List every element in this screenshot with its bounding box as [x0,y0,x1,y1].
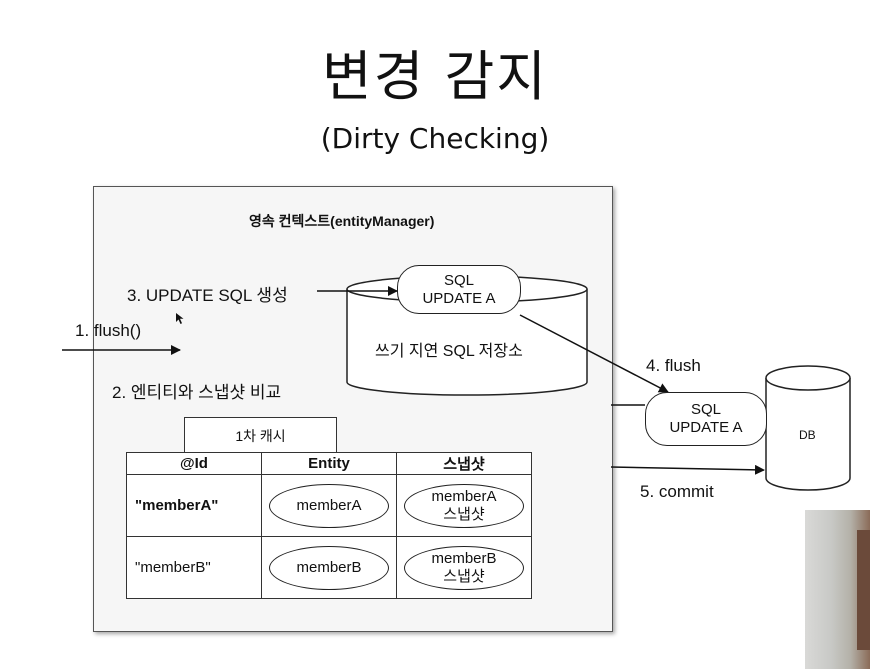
db-sql-entry-line2: UPDATE A [669,419,743,436]
db-cylinder [765,365,851,491]
snapshot-name: memberB [431,549,497,567]
mouse-cursor-icon [176,313,184,324]
cache-header-row: @Id Entity 스냅샷 [126,452,532,475]
generate-sql-label: 3. UPDATE SQL 생성 [127,286,288,305]
sql-store-label: 쓰기 지연 SQL 저장소 [375,343,523,360]
compare-label: 2. 엔티티와 스냅샷 비교 [112,383,282,402]
header-snapshot: 스냅샷 [396,452,532,475]
presenter-video-thumbnail [805,510,870,669]
snapshot-tag: 스냅샷 [443,505,485,523]
sql-store-entry: SQL UPDATE A [397,265,521,314]
entity-oval: memberA [269,483,389,528]
flush-label: 4. flush [646,356,701,375]
db-sql-entry-line1: SQL [690,401,721,418]
snapshot-name: memberA [431,487,497,505]
commit-label: 5. commit [640,482,714,501]
flush-arrow [519,314,669,393]
db-sql-entry: SQL UPDATE A [645,392,767,446]
commit-arrow [610,464,765,475]
db-label: DB [799,428,816,442]
first-level-cache-tab: 1차 캐시 [184,417,337,454]
row-entity-cell: memberB [261,536,397,599]
flush-call-label: 1. flush() [75,321,142,340]
slide-title: 변경 감지 [322,45,548,108]
header-entity: Entity [261,452,397,475]
row-id: "memberA" [126,474,262,537]
first-level-cache-table: @Id Entity 스냅샷 "memberA" memberA memberA… [126,452,532,599]
row-id: "memberB" [126,536,262,599]
row-entity-cell: memberA [261,474,397,537]
header-id: @Id [126,452,262,475]
snapshot-tag: 스냅샷 [443,567,485,585]
sql-store-entry-line2: UPDATE A [422,289,496,307]
entity-oval: memberB [269,545,389,590]
sql-store-entry-line1: SQL [443,271,474,289]
context-label: 영속 컨텍스트(entityManager) [249,213,435,229]
slide-subtitle: (Dirty Checking) [320,122,550,155]
